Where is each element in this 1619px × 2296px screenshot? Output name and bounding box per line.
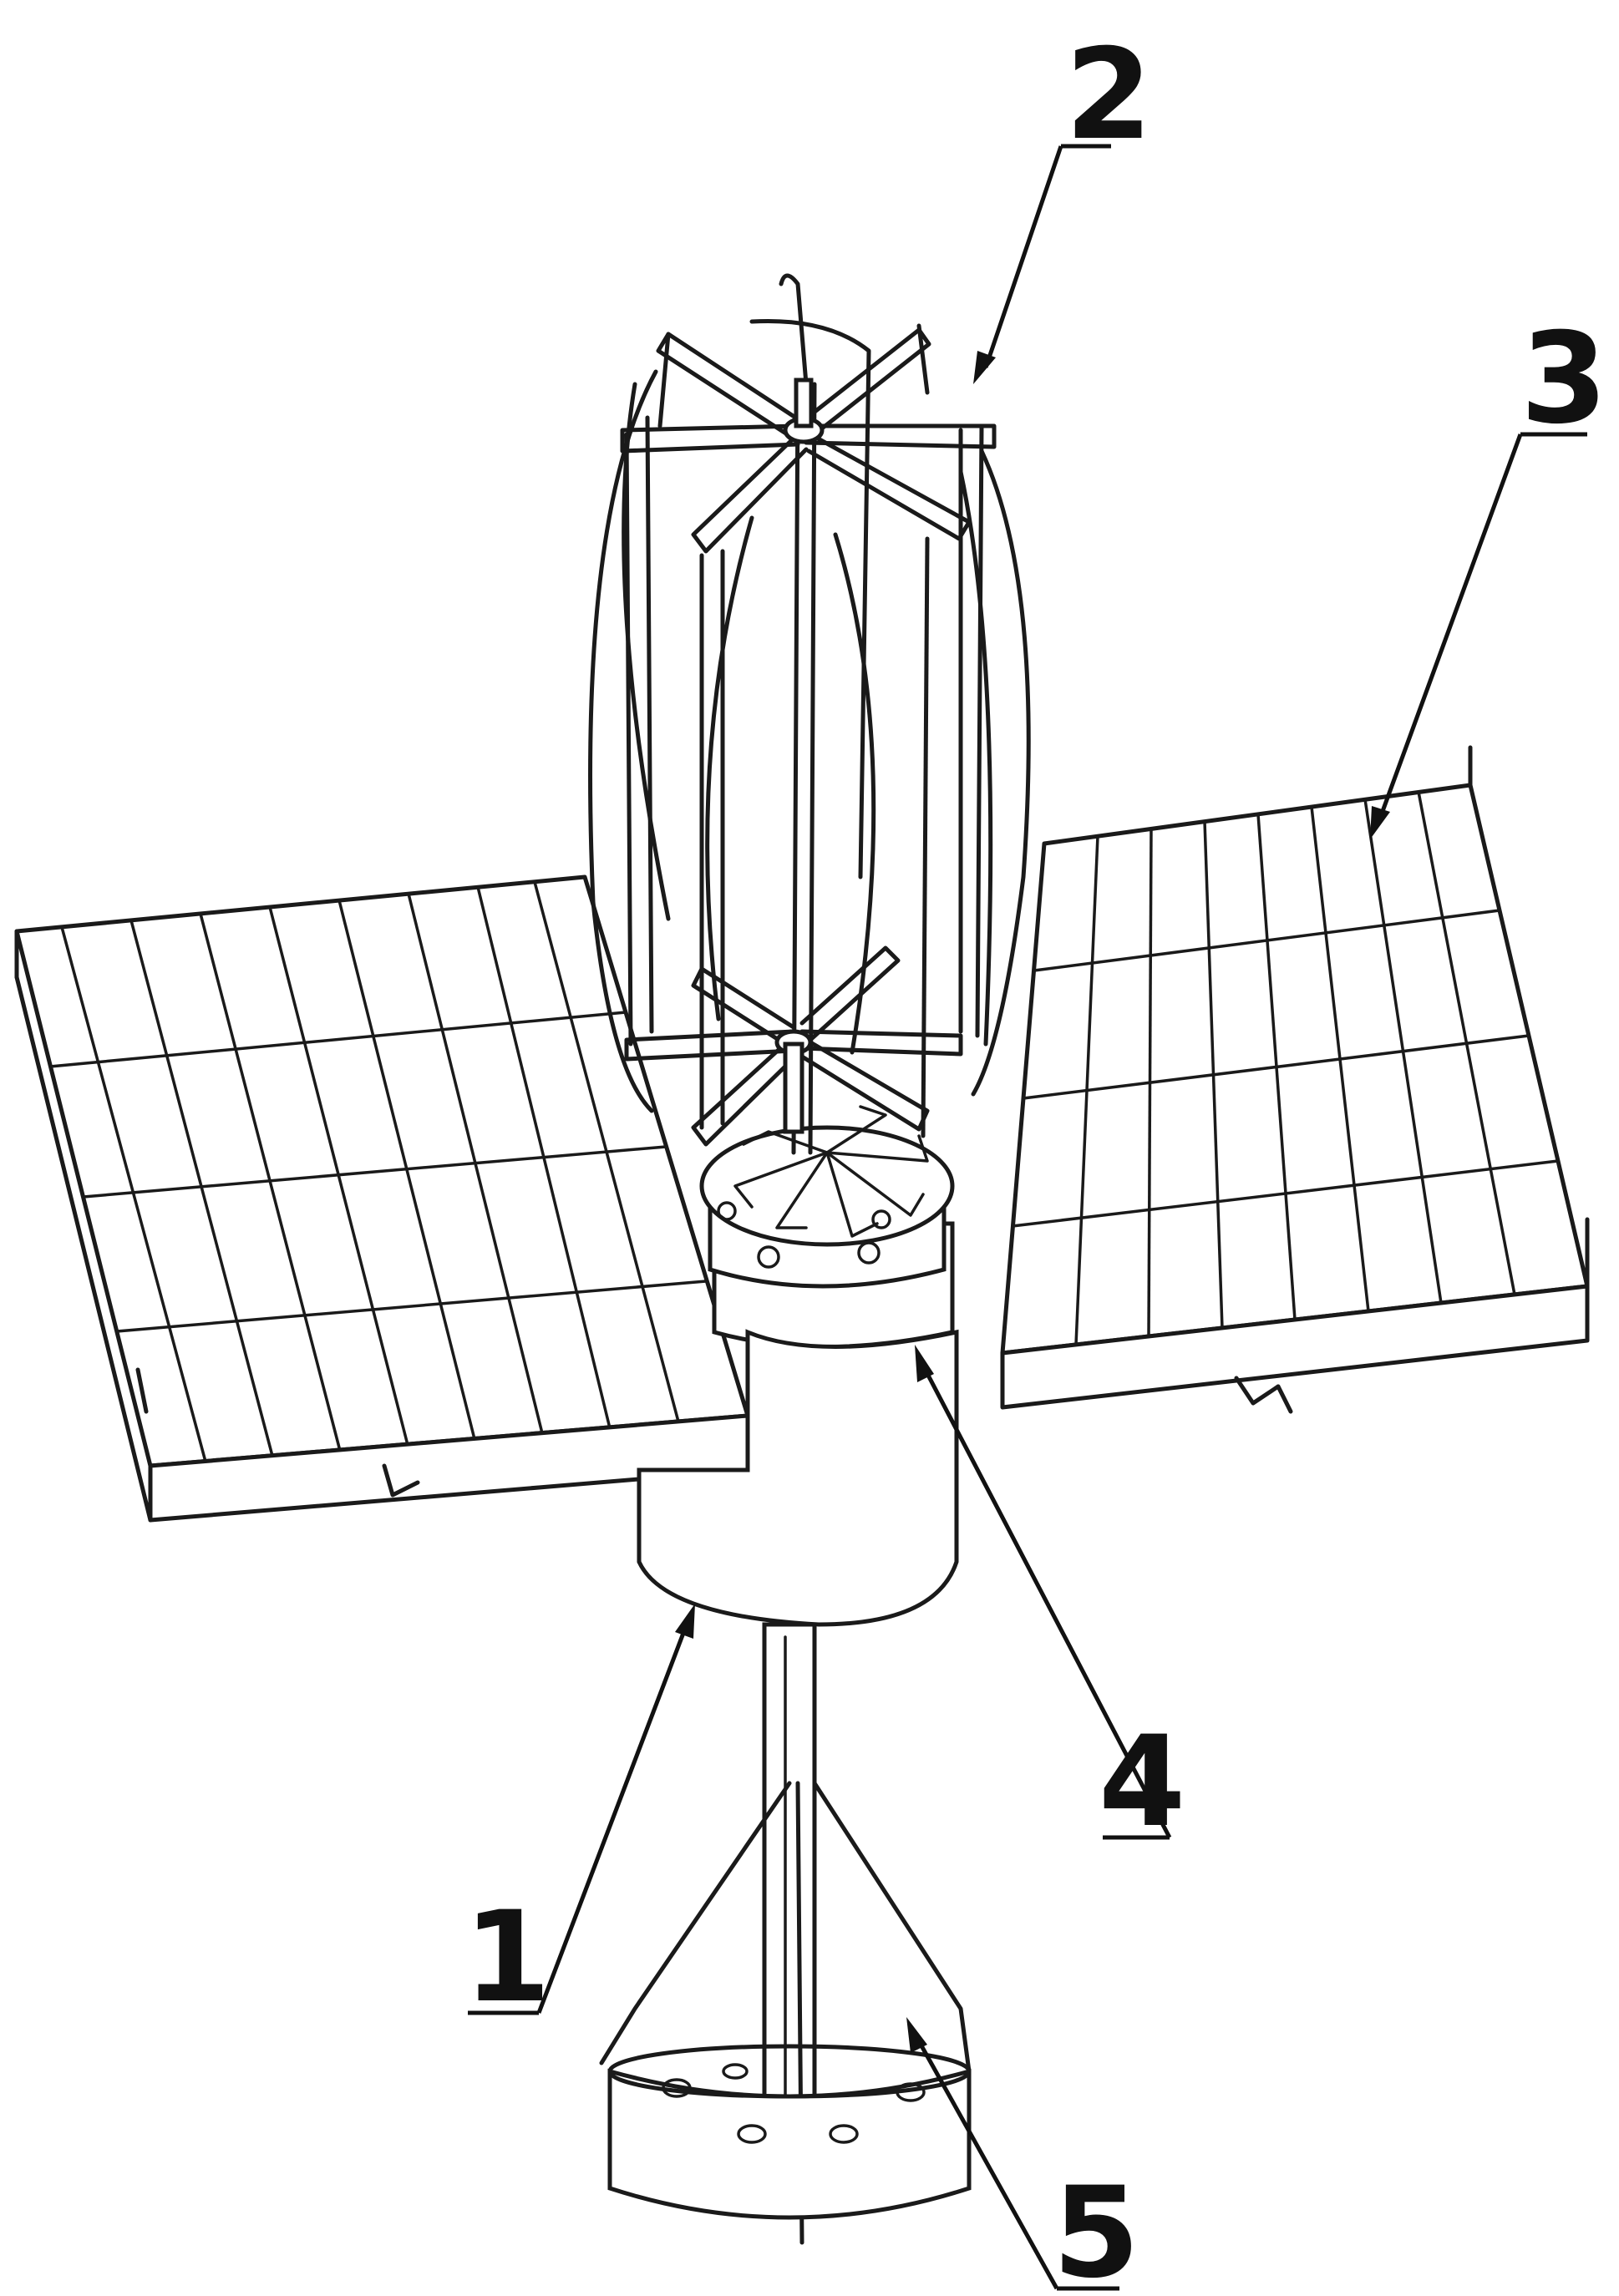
leader-lines bbox=[468, 144, 1587, 2291]
callout-4: 4 bbox=[1099, 1710, 1185, 1855]
callout-5: 5 bbox=[1053, 2161, 1139, 2296]
callout-3: 3 bbox=[1520, 307, 1607, 452]
right-solar-panel bbox=[1000, 745, 1590, 1414]
generator-hub bbox=[699, 1105, 955, 1289]
left-solar-panel bbox=[14, 874, 750, 1523]
anchor-base bbox=[599, 1781, 972, 2245]
wind-turbine bbox=[588, 273, 1031, 1155]
callout-1: 1 bbox=[464, 1885, 551, 2030]
callout-2: 2 bbox=[1065, 23, 1152, 168]
